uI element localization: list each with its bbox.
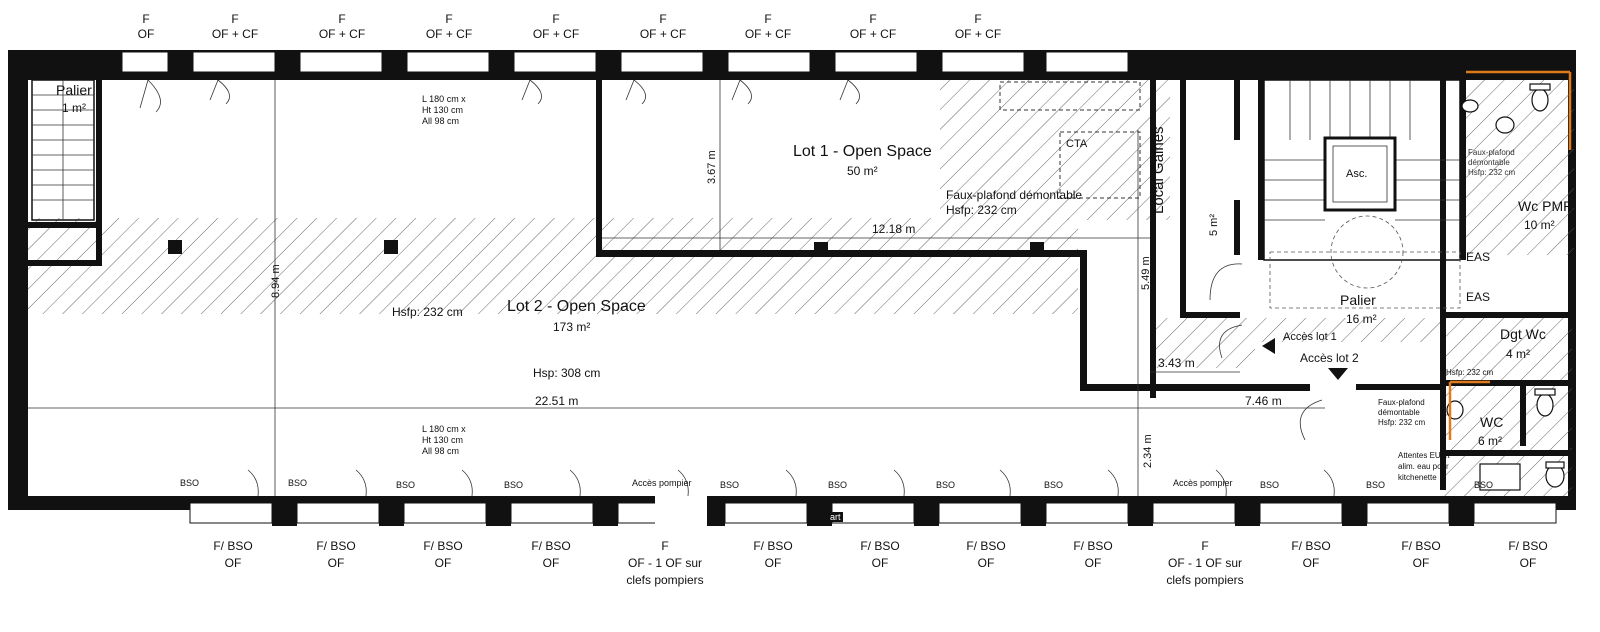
cta-unit — [1059, 131, 1141, 199]
acces-pompier-label: Accès pompier — [1173, 478, 1233, 488]
bso-label: BSO — [180, 478, 200, 488]
elevator-shaft — [1323, 136, 1397, 212]
hsfp-lot2-note: Hsfp: 232 cm — [392, 305, 463, 319]
dimension-label: 5.49 m — [1140, 256, 1152, 290]
acces-pompier-label: Accès pompier — [632, 478, 692, 488]
room-local-gaines-name: Local Gaines — [1150, 126, 1167, 214]
sanitary-fixtures — [1446, 83, 1565, 491]
bso-label: BSO — [720, 480, 740, 490]
room-lot2-area: 173 m² — [553, 320, 591, 334]
bso-label: BSO — [1260, 480, 1280, 490]
bso-label: BSO — [828, 480, 848, 490]
room-dgt-wc-name: Dgt Wc — [1500, 326, 1546, 342]
bso-label: BSO — [1366, 480, 1386, 490]
cta-label: CTA — [1066, 138, 1088, 150]
acces-lot2-arrow — [1328, 368, 1348, 380]
room-lot2-name: Lot 2 - Open Space — [507, 298, 646, 315]
acces-lot1-label: Accès lot 1 — [1283, 331, 1337, 343]
door-swings — [139, 79, 1335, 497]
watermark: art — [828, 512, 843, 522]
room-wc-name: WC — [1480, 414, 1504, 430]
room-palier-center-area: 16 m² — [1346, 312, 1377, 326]
bso-label: BSO — [504, 480, 524, 490]
acces-lot1-arrow — [1262, 338, 1275, 354]
bso-label: BSO — [396, 480, 416, 490]
bso-label: BSO — [288, 478, 308, 488]
elevator-label: Asc. — [1346, 168, 1368, 180]
room-wc-area: 6 m² — [1478, 434, 1502, 448]
eas-label: EAS — [1466, 250, 1491, 264]
room-local-gaines-area: 5 m² — [1208, 214, 1220, 236]
dimension-label: 12.18 m — [872, 222, 916, 236]
room-lot1-area: 50 m² — [847, 164, 878, 178]
room-palier-left-area: 1 m² — [62, 101, 86, 115]
bso-label: BSO — [936, 480, 956, 490]
ceiling-duct — [999, 81, 1141, 111]
landing-zone — [1269, 251, 1461, 309]
room-wc-pmr-name: Wc PMR — [1518, 198, 1574, 214]
dimension-label: 2.34 m — [1142, 434, 1154, 468]
stairs-left — [31, 79, 95, 221]
room-palier-center-name: Palier — [1340, 292, 1376, 308]
acces-lot2-label: Accès lot 2 — [1300, 351, 1359, 365]
bso-label: BSO — [1044, 480, 1064, 490]
bso-label: BSO — [1474, 480, 1494, 490]
dimension-label: 7.46 m — [1245, 394, 1282, 408]
room-lot1-name: Lot 1 - Open Space — [793, 143, 932, 160]
dimension-label: 8.94 m — [270, 264, 282, 298]
dgt-ceiling-note: Hsfp: 232 cm — [1446, 368, 1494, 377]
hsp-note: Hsp: 308 cm — [533, 366, 601, 380]
stairs-core — [1263, 79, 1461, 261]
dimension-label: 22.51 m — [535, 394, 579, 408]
interior-walls — [28, 50, 1576, 526]
room-wc-pmr-area: 10 m² — [1524, 218, 1555, 232]
pmr-outline — [1448, 70, 1572, 440]
dimension-label: 3.67 m — [706, 150, 718, 184]
room-dgt-wc-area: 4 m² — [1506, 347, 1530, 361]
room-palier-left-name: Palier — [56, 82, 92, 98]
dimension-label: 3.43 m — [1158, 356, 1195, 370]
eas-label: EAS — [1466, 290, 1491, 304]
dimension-lines — [28, 80, 1325, 496]
